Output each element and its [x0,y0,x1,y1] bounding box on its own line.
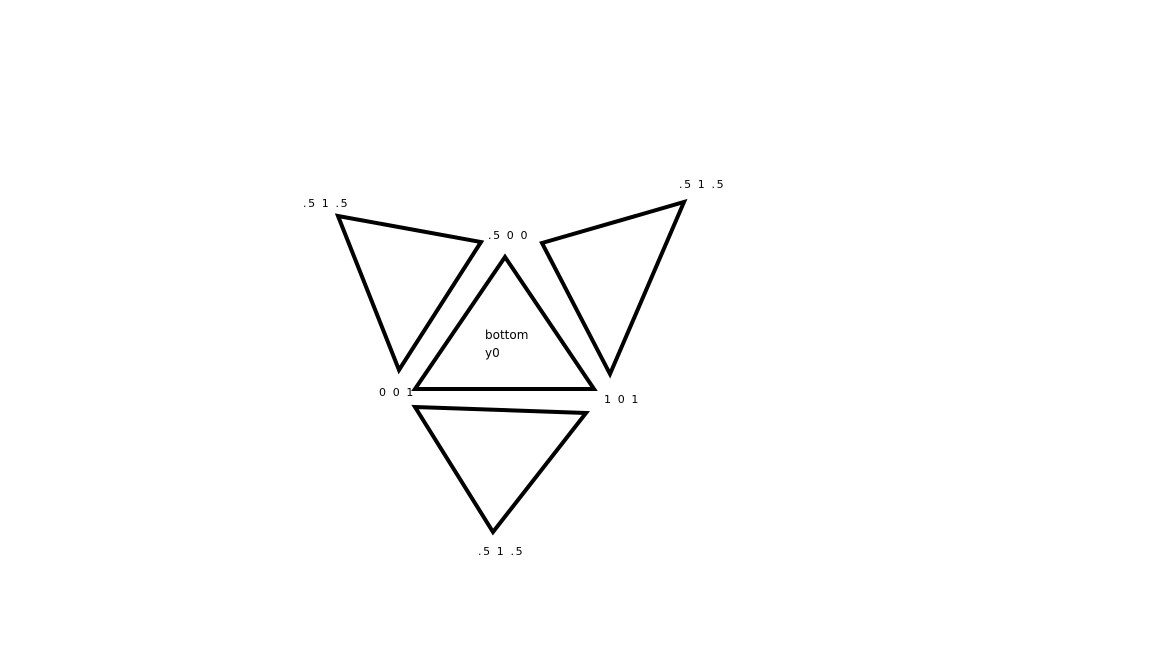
vertex-label-top-right: .5 1 .5 [679,178,725,191]
center-label-y0: y0 [485,346,500,360]
vertex-label-top-left: .5 1 .5 [303,197,349,210]
center-triangle [411,253,598,391]
upper-right-triangle [539,198,688,379]
center-label-bottom: bottom [485,328,528,342]
upper-left-triangle [334,213,485,375]
vertex-label-left-middle: 0 0 1 [379,386,415,399]
vertex-label-right-middle: 1 0 1 [604,393,640,406]
lower-triangle [411,404,590,536]
vertex-label-bottom: .5 1 .5 [478,545,524,558]
vertex-label-center-top: .5 0 0 [488,229,529,242]
